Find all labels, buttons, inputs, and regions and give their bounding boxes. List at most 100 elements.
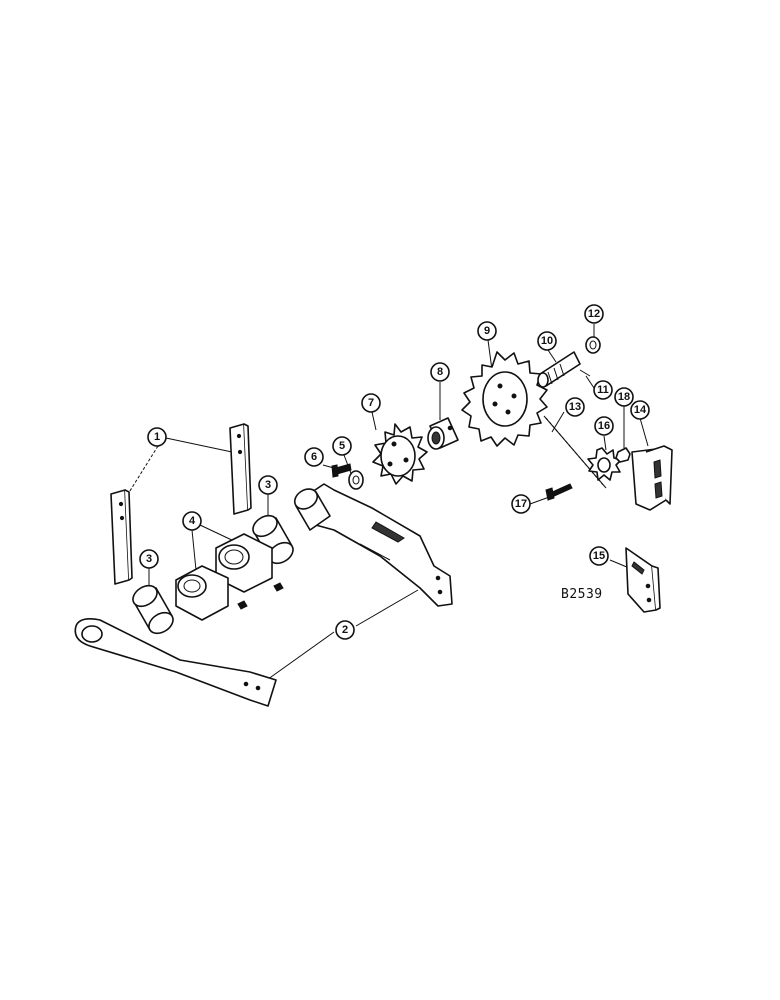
callout-5: 5 bbox=[332, 436, 352, 456]
stud-head bbox=[545, 487, 555, 501]
housing-lower-bore-inner bbox=[183, 579, 201, 593]
callout-17: 17 bbox=[511, 494, 531, 514]
part-2-arms bbox=[74, 483, 453, 707]
leader-2a bbox=[263, 631, 335, 683]
callout-14: 14 bbox=[630, 400, 650, 420]
flat-bar-upper-hole-bottom bbox=[237, 449, 243, 455]
set-screw-lower bbox=[237, 600, 248, 610]
part-18-nut bbox=[615, 447, 631, 463]
housing-upper-bore-inner bbox=[224, 549, 244, 565]
leader-4a bbox=[191, 529, 197, 571]
sprocket-small-bolt-b bbox=[403, 457, 409, 463]
sprocket-large-bolt-c bbox=[505, 409, 511, 415]
callout-11-label: 11 bbox=[597, 384, 609, 396]
part-15-bracket bbox=[625, 547, 661, 613]
callout-9: 9 bbox=[477, 321, 497, 341]
upper-arm-edge bbox=[359, 543, 391, 561]
lower-arm bbox=[74, 618, 277, 707]
part-8-hub bbox=[427, 417, 459, 450]
leader-1b bbox=[127, 445, 159, 495]
shaft-washer-hole bbox=[589, 340, 597, 350]
flat-bar-lower-hole-top bbox=[118, 501, 124, 507]
leader-16 bbox=[603, 435, 607, 451]
nut bbox=[615, 447, 631, 463]
bracket-15-hole-b bbox=[646, 597, 652, 603]
washer bbox=[348, 470, 364, 490]
bushing-upper-end bbox=[252, 514, 278, 538]
leader-1a bbox=[165, 437, 233, 453]
upper-arm-tube-end bbox=[293, 488, 319, 510]
lower-arm-eye bbox=[81, 625, 103, 643]
leader-11 bbox=[585, 375, 595, 389]
part-3-bushings bbox=[132, 514, 294, 635]
bolt-shank bbox=[335, 463, 352, 475]
bracket-slot-a bbox=[653, 459, 662, 479]
callout-14-label: 14 bbox=[634, 404, 647, 416]
part-17-stud bbox=[545, 483, 573, 501]
sprocket-small-bolt-a bbox=[391, 441, 397, 447]
callout-15-label: 15 bbox=[593, 550, 605, 562]
flat-bar-lower-edge bbox=[124, 489, 133, 581]
callout-6-label: 6 bbox=[311, 451, 317, 463]
callout-16: 16 bbox=[594, 416, 614, 436]
bracket-15-flange bbox=[651, 565, 661, 611]
parts-10-12-shaft bbox=[537, 336, 601, 388]
bracket-slot-b bbox=[654, 481, 663, 499]
callout-3-upper: 3 bbox=[258, 475, 278, 495]
washer-hole bbox=[352, 475, 360, 485]
leader-9 bbox=[487, 339, 493, 371]
hub-hole bbox=[447, 425, 453, 431]
callout-15: 15 bbox=[589, 546, 609, 566]
part-7-sprocket bbox=[372, 423, 428, 485]
callout-3-lower-label: 3 bbox=[146, 553, 152, 565]
bracket-15-plate bbox=[625, 547, 657, 613]
callout-8-label: 8 bbox=[437, 366, 443, 378]
callout-5-label: 5 bbox=[339, 440, 345, 452]
housing-lower-bore bbox=[177, 574, 207, 598]
bushing-lower-far-end bbox=[148, 611, 174, 635]
idler-sprocket-hub bbox=[597, 457, 611, 473]
part-13-chain bbox=[543, 415, 607, 489]
part-9-sprocket bbox=[461, 351, 548, 447]
callout-12-label: 12 bbox=[588, 308, 600, 320]
sprocket-large-bolt-a bbox=[497, 383, 503, 389]
hub-bore bbox=[431, 431, 441, 445]
bracket-15-slot bbox=[631, 561, 645, 575]
callout-8: 8 bbox=[430, 362, 450, 382]
lower-arm-hole-a bbox=[243, 681, 249, 687]
leader-14 bbox=[639, 417, 649, 447]
shaft-keyway bbox=[547, 363, 565, 385]
callout-10-label: 10 bbox=[541, 335, 553, 347]
leader-7 bbox=[371, 411, 377, 431]
callout-13-label: 13 bbox=[569, 401, 581, 413]
upper-arm bbox=[299, 483, 453, 607]
callout-2: 2 bbox=[335, 620, 355, 640]
callouts: 1 2 3 3 4 5 6 7 bbox=[139, 304, 650, 640]
callout-16-label: 16 bbox=[598, 420, 610, 432]
leader-4b bbox=[199, 524, 237, 543]
callout-1-label: 1 bbox=[154, 431, 160, 443]
sprocket-small-hub bbox=[380, 435, 416, 477]
upper-arm-slot bbox=[371, 521, 405, 543]
sprocket-large-bolt-d bbox=[492, 401, 498, 407]
set-screw-upper bbox=[273, 582, 284, 592]
callout-17-label: 17 bbox=[515, 498, 527, 510]
callout-12: 12 bbox=[584, 304, 604, 324]
bushing-lower-end bbox=[132, 584, 158, 608]
drawing-code: B2539 bbox=[561, 587, 603, 602]
sprocket-large-hub bbox=[482, 371, 528, 427]
shaft-end bbox=[537, 372, 549, 388]
callout-9-label: 9 bbox=[484, 325, 490, 337]
cotter-pin bbox=[579, 369, 591, 377]
part-16-idler-sprocket bbox=[587, 447, 622, 481]
flat-bar-upper-edge bbox=[243, 423, 252, 511]
shaft-washer bbox=[585, 336, 601, 354]
sprocket-large-bolt-b bbox=[511, 393, 517, 399]
callout-18-label: 18 bbox=[618, 391, 630, 403]
callout-7: 7 bbox=[361, 393, 381, 413]
callout-18: 18 bbox=[614, 387, 634, 407]
lower-arm-hole-b bbox=[255, 685, 261, 691]
bracket-15-hole-a bbox=[645, 583, 651, 589]
leader-13 bbox=[551, 411, 565, 433]
